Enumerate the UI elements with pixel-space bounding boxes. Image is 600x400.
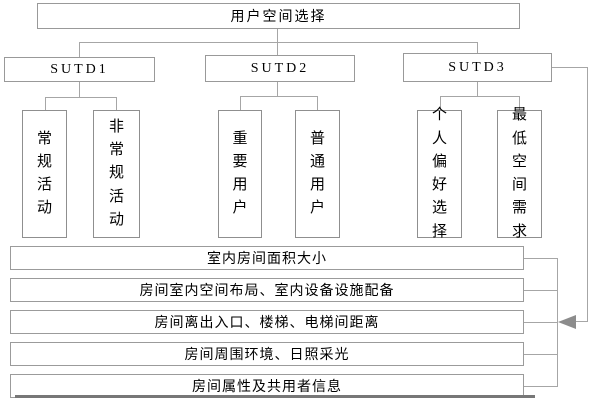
node-label: 普通用户 xyxy=(309,130,325,217)
left-arrow-icon xyxy=(558,315,576,329)
criteria-bar-layout-facilities: 房间室内空间布局、室内设备设施配备 xyxy=(10,278,524,302)
connector-line xyxy=(524,354,558,355)
node-label: 最低空间需求 xyxy=(511,107,527,240)
connector-line xyxy=(575,321,588,322)
connector-line xyxy=(79,42,478,43)
node-regular-activities: 常规活动 xyxy=(22,110,67,238)
root-node: 用户空间选择 xyxy=(37,3,520,29)
node-important-users: 重要用户 xyxy=(218,110,262,238)
connector-line xyxy=(116,97,117,110)
connector-line xyxy=(524,322,558,323)
node-sutd2: SUTD2 xyxy=(205,55,355,82)
connector-line xyxy=(587,67,588,322)
connector-line xyxy=(557,258,558,387)
connector-line xyxy=(524,290,558,291)
connector-line xyxy=(477,82,478,97)
connector-line xyxy=(45,97,46,110)
node-label: 重要用户 xyxy=(232,130,248,217)
connector-line xyxy=(524,258,558,259)
connector-line xyxy=(277,82,278,97)
connector-line xyxy=(519,96,520,110)
connector-line xyxy=(277,29,278,43)
connector-line xyxy=(79,42,80,57)
connector-line xyxy=(240,96,318,97)
connector-line xyxy=(552,67,588,68)
connector-line xyxy=(524,386,558,387)
node-label: 常规活动 xyxy=(36,130,52,217)
node-minimum-space: 最低空间需求 xyxy=(497,107,542,240)
connector-line xyxy=(79,82,80,98)
connector-line xyxy=(477,42,478,53)
connector-line xyxy=(440,96,441,110)
node-sutd1: SUTD1 xyxy=(4,57,155,82)
connector-line xyxy=(440,96,520,97)
node-ordinary-users: 普通用户 xyxy=(295,110,340,238)
node-label: 非常规活动 xyxy=(108,118,124,228)
node-sutd3: SUTD3 xyxy=(403,53,552,82)
criteria-bar-environment-daylight: 房间周围环境、日照采光 xyxy=(10,342,524,366)
connector-line xyxy=(45,97,117,98)
connector-line xyxy=(317,96,318,110)
node-irregular-activities: 非常规活动 xyxy=(93,110,140,238)
connector-line xyxy=(277,42,278,55)
criteria-bar-distance: 房间离出入口、楼梯、电梯间距离 xyxy=(10,310,524,334)
node-personal-preference: 个人偏好选择 xyxy=(417,107,462,240)
criteria-bar-room-area: 室内房间面积大小 xyxy=(10,246,524,270)
node-label: 个人偏好选择 xyxy=(431,107,447,240)
bottom-shadow-line xyxy=(15,395,535,398)
connector-line xyxy=(240,96,241,110)
